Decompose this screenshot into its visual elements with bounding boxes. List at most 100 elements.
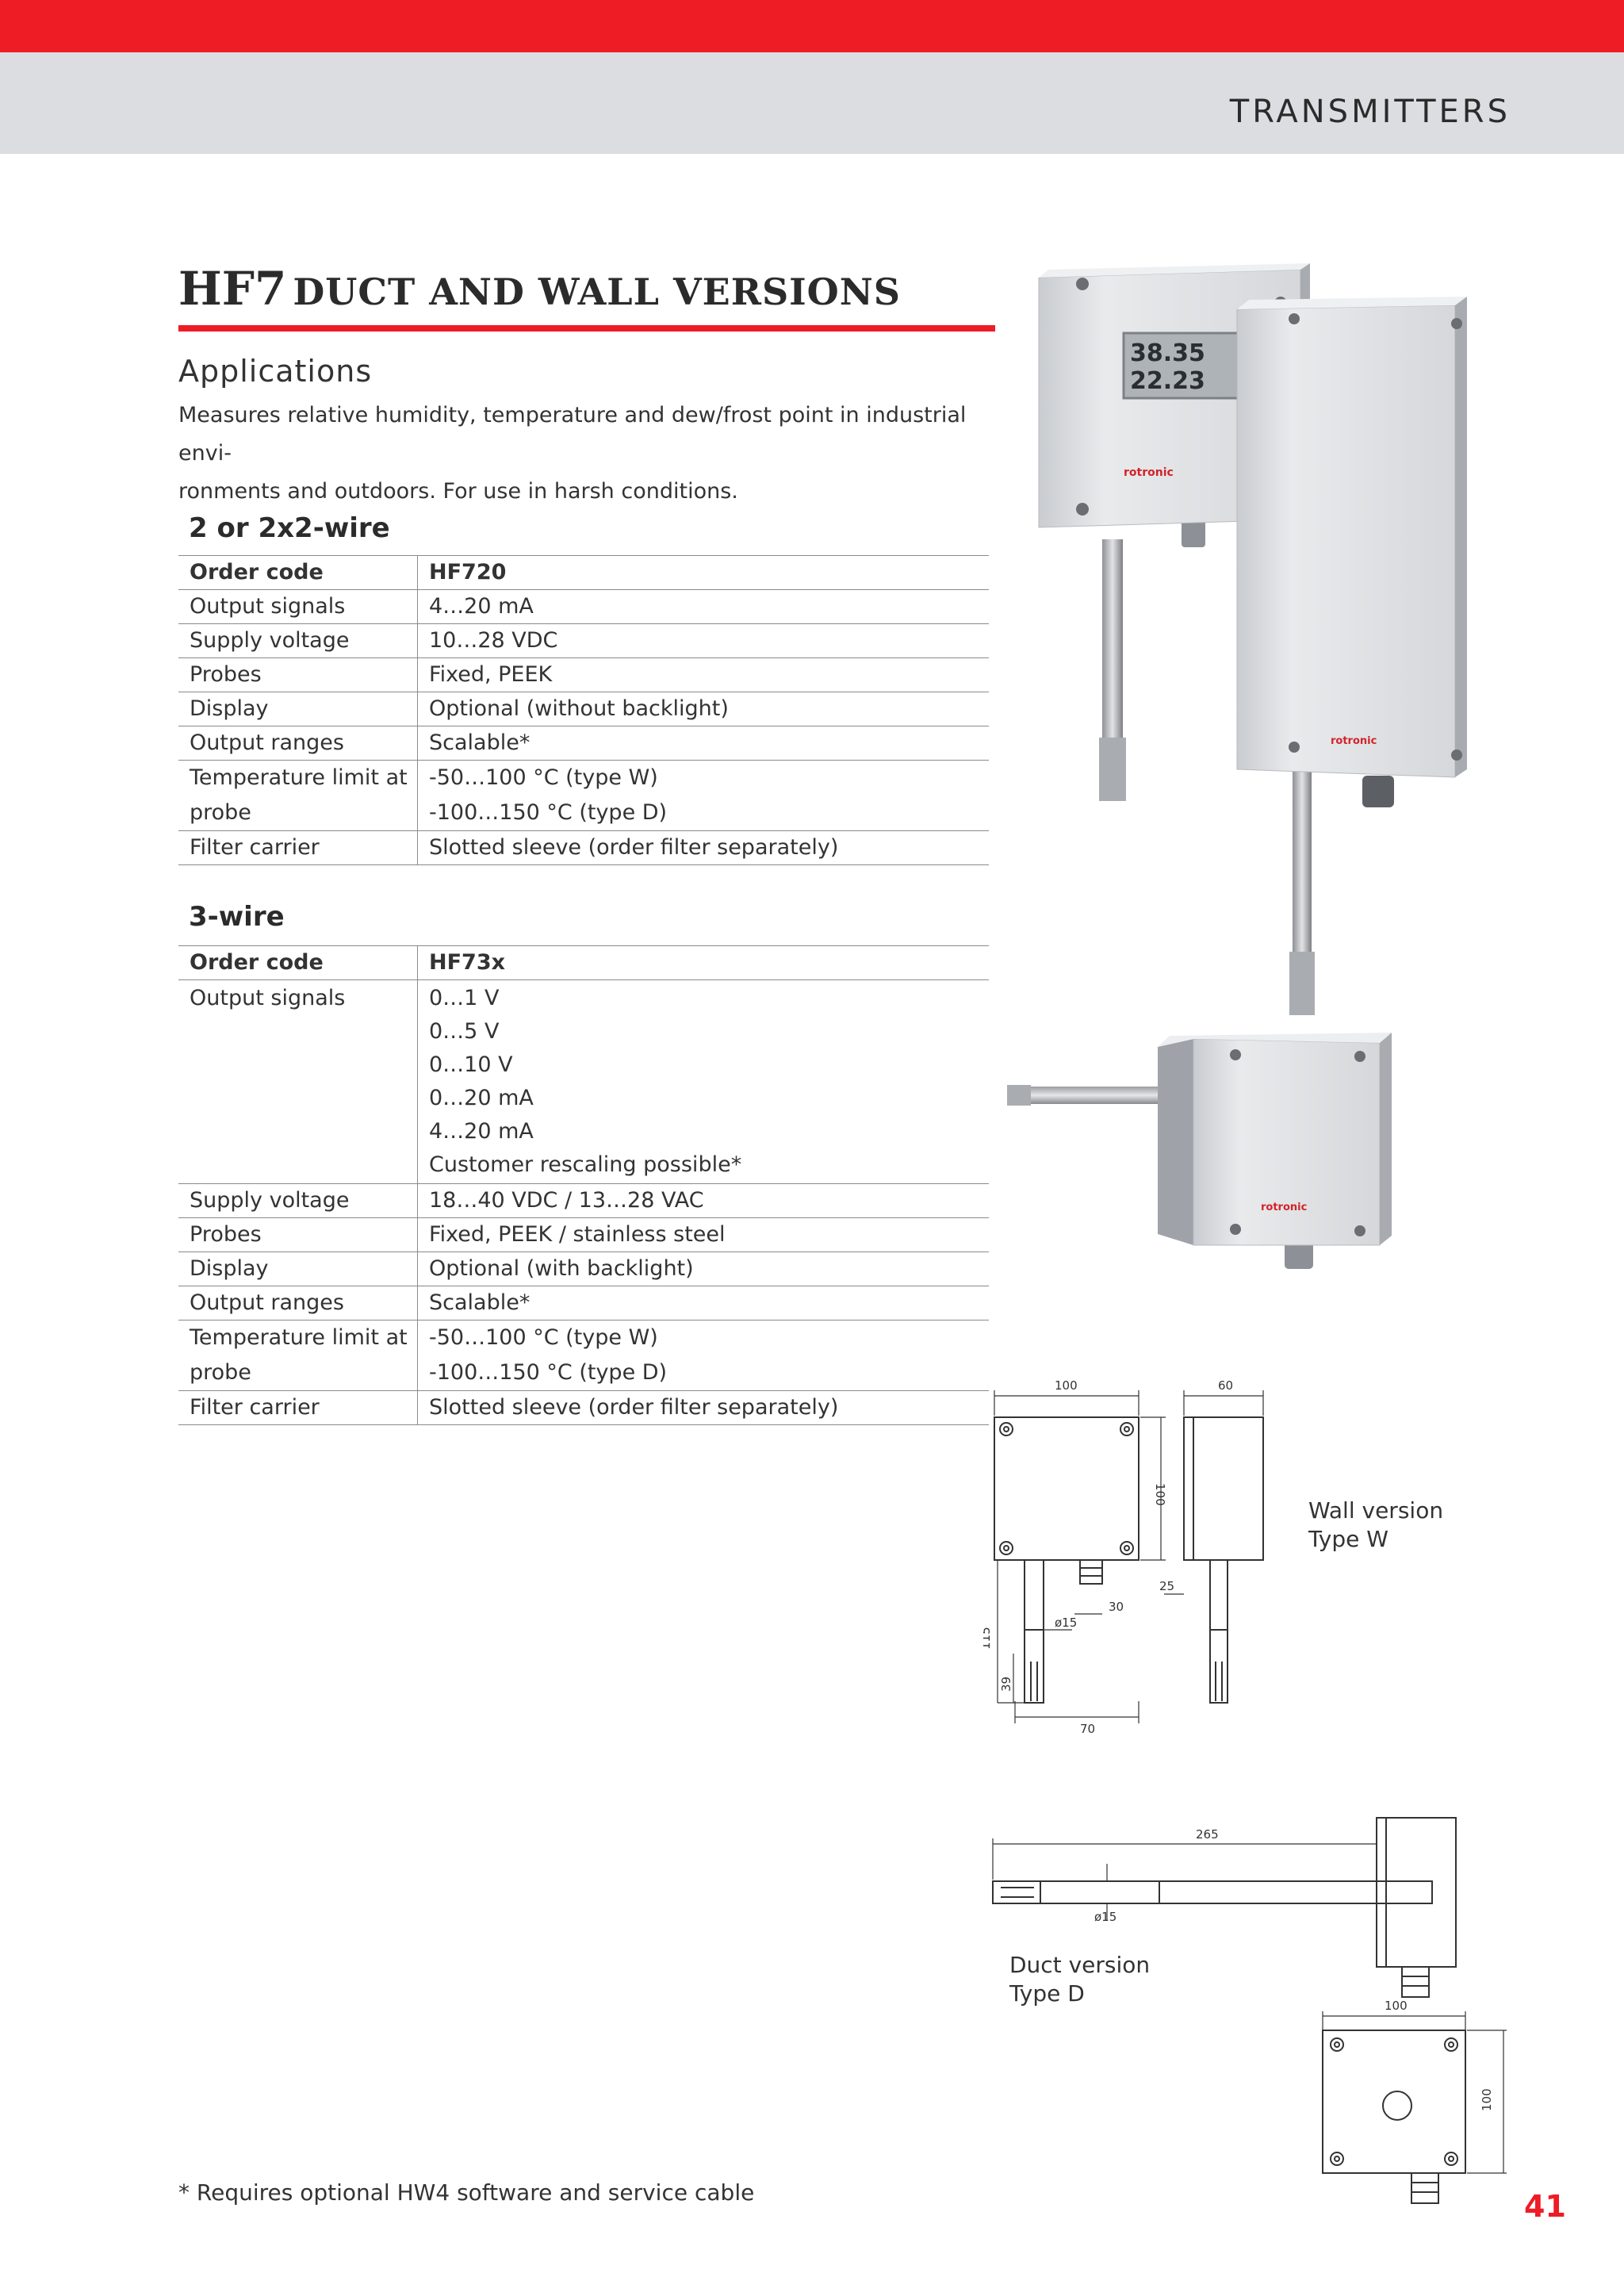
- three-wire-heading: 3-wire: [189, 901, 285, 933]
- spec-value: -50…100 °C (type W) -100…150 °C (type D): [417, 1320, 989, 1391]
- display-reading-2: 22.23: [1130, 367, 1205, 395]
- spec-value: 4…20 mA: [417, 589, 989, 624]
- table-row: Temperature limit at probe -50…100 °C (t…: [178, 760, 989, 831]
- three-wire-spec-table: Order code HF73x Output signals 0…1 V 0……: [178, 945, 989, 1425]
- spec-key: Output signals: [178, 589, 418, 624]
- table-row: Probes Fixed, PEEK / stainless steel: [178, 1217, 989, 1252]
- device-photo-duct: rotronic: [1007, 1033, 1392, 1269]
- product-photos: 38.35 22.23 rotronic rotronic rotronic: [1007, 263, 1467, 1269]
- page-number: 41: [1524, 2189, 1566, 2224]
- spec-key: Filter carrier: [178, 830, 418, 865]
- spec-value: Fixed, PEEK / stainless steel: [417, 1217, 989, 1252]
- spec-value-line: 0…5 V: [429, 1019, 500, 1044]
- spec-key: Order code: [178, 945, 418, 980]
- table-row: Display Optional (with backlight): [178, 1251, 989, 1286]
- table-row: Filter carrier Slotted sleeve (order fil…: [178, 1390, 989, 1425]
- dim-diameter: ø15: [1055, 1616, 1077, 1630]
- spec-key: Temperature limit at probe: [178, 1320, 418, 1391]
- spec-value: -50…100 °C (type W) -100…150 °C (type D): [417, 760, 989, 831]
- brand-logo: rotronic: [1261, 1202, 1307, 1213]
- table-row: Probes Fixed, PEEK: [178, 657, 989, 692]
- dim-height: 100: [1153, 1483, 1167, 1506]
- header-grey-band: [0, 52, 1624, 154]
- footnote: * Requires optional HW4 software and ser…: [178, 2179, 755, 2206]
- spec-value-line: 4…20 mA: [429, 1119, 534, 1144]
- brand-logo: rotronic: [1124, 466, 1174, 479]
- spec-value: HF73x: [417, 945, 989, 980]
- duct-version-caption: Duct version Type D: [1009, 1951, 1150, 2008]
- table-row: Output signals 4…20 mA: [178, 589, 989, 624]
- spec-key: Temperature limit at probe: [178, 760, 418, 831]
- dim-diameter: ø15: [1094, 1910, 1116, 1924]
- title-model: HF7: [178, 262, 287, 316]
- applications-line-2: ronments and outdoors. For use in harsh …: [178, 479, 738, 504]
- dim-width: 100: [1055, 1378, 1078, 1393]
- wall-version-caption: Wall version Type W: [1308, 1497, 1443, 1554]
- spec-value-line: -50…100 °C (type W): [429, 1325, 658, 1350]
- duct-caption-line-2: Type D: [1009, 1980, 1085, 2007]
- spec-value-line: -100…150 °C (type D): [429, 800, 668, 825]
- dim-70: 70: [1080, 1722, 1095, 1736]
- section-label: TRANSMITTERS: [1229, 94, 1511, 130]
- spec-key: Supply voltage: [178, 623, 418, 658]
- table-row: Filter carrier Slotted sleeve (order fil…: [178, 830, 989, 865]
- spec-key: Output ranges: [178, 726, 418, 761]
- spec-value-line: 0…10 V: [429, 1052, 513, 1077]
- two-wire-heading: 2 or 2x2-wire: [189, 512, 390, 544]
- display-reading-1: 38.35: [1130, 339, 1205, 367]
- table-row: Temperature limit at probe -50…100 °C (t…: [178, 1320, 989, 1391]
- spec-value-line: 0…20 mA: [429, 1086, 534, 1110]
- spec-key-line: probe: [190, 1360, 251, 1385]
- brand-logo: rotronic: [1331, 735, 1377, 747]
- spec-key: Supply voltage: [178, 1183, 418, 1218]
- dim-length: 265: [1196, 1827, 1219, 1842]
- title-rest: DUCT AND WALL VERSIONS: [293, 270, 902, 313]
- table-row: Order code HF720: [178, 555, 989, 590]
- top-red-bar: [0, 0, 1624, 52]
- spec-key: Display: [178, 1251, 418, 1286]
- duct-version-drawing: 265 ø15 100 100: [992, 1817, 1507, 2204]
- spec-key-line: probe: [190, 800, 251, 825]
- spec-key: Output signals: [178, 979, 418, 1184]
- spec-value-line: -50…100 °C (type W): [429, 765, 658, 790]
- applications-line-1: Measures relative humidity, temperature …: [178, 403, 967, 466]
- spec-value: 18…40 VDC / 13…28 VAC: [417, 1183, 989, 1218]
- dim-width: 100: [1385, 1999, 1408, 2013]
- spec-value: 10…28 VDC: [417, 623, 989, 658]
- spec-value: Scalable*: [417, 1286, 989, 1320]
- dim-115: 115: [983, 1627, 993, 1650]
- dim-depth: 60: [1218, 1378, 1233, 1393]
- dim-height: 100: [1480, 2088, 1494, 2111]
- spec-value: Slotted sleeve (order filter separately): [417, 1390, 989, 1425]
- applications-heading: Applications: [178, 354, 373, 389]
- spec-key-line: Temperature limit at: [190, 765, 408, 790]
- spec-value: Optional (without backlight): [417, 692, 989, 726]
- spec-value: Optional (with backlight): [417, 1251, 989, 1286]
- spec-value-line: 0…1 V: [429, 986, 500, 1010]
- spec-key: Display: [178, 692, 418, 726]
- spec-value-line: -100…150 °C (type D): [429, 1360, 668, 1385]
- spec-key: Order code: [178, 555, 418, 590]
- spec-value-line: Customer rescaling possible*: [429, 1152, 742, 1177]
- spec-key: Output ranges: [178, 1286, 418, 1320]
- spec-value: Fixed, PEEK: [417, 657, 989, 692]
- table-row: Display Optional (without backlight): [178, 692, 989, 726]
- title-underline: [178, 325, 995, 332]
- table-row: Output signals 0…1 V 0…5 V 0…10 V 0…20 m…: [178, 979, 989, 1184]
- table-row: Output ranges Scalable*: [178, 726, 989, 761]
- dim-30: 30: [1109, 1600, 1124, 1614]
- spec-value: Scalable*: [417, 726, 989, 761]
- spec-key-line: Temperature limit at: [190, 1325, 408, 1350]
- spec-value: Slotted sleeve (order filter separately): [417, 830, 989, 865]
- spec-value: 0…1 V 0…5 V 0…10 V 0…20 mA 4…20 mA Custo…: [417, 979, 989, 1184]
- table-row: Supply voltage 18…40 VDC / 13…28 VAC: [178, 1183, 989, 1218]
- table-row: Output ranges Scalable*: [178, 1286, 989, 1320]
- wall-caption-line-1: Wall version: [1308, 1497, 1444, 1524]
- dim-39: 39: [999, 1677, 1013, 1692]
- device-photo-wall: rotronic: [1236, 297, 1467, 1015]
- two-wire-spec-table: Order code HF720 Output signals 4…20 mA …: [178, 555, 989, 865]
- wall-caption-line-2: Type W: [1308, 1526, 1388, 1552]
- dim-25: 25: [1159, 1579, 1174, 1593]
- spec-key: Probes: [178, 1217, 418, 1252]
